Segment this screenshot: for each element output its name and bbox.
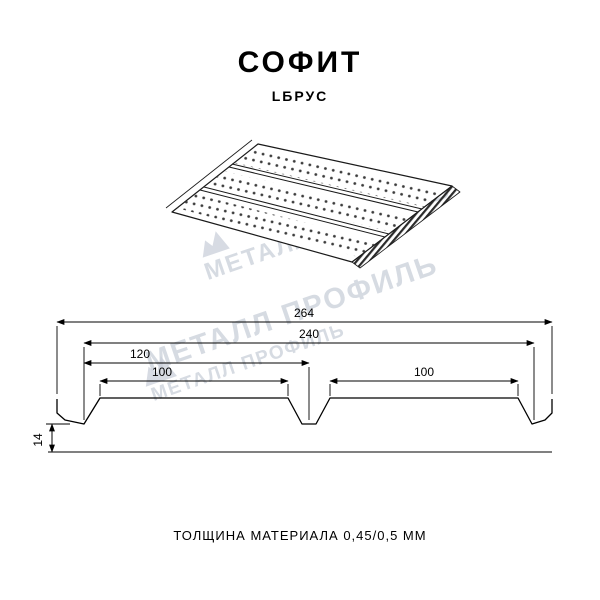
- panel-hatched-edge: [351, 185, 461, 269]
- dim-label-to-center: 120: [130, 347, 150, 361]
- rib-line: [228, 166, 419, 213]
- metall-profil-logo-icon: [202, 231, 230, 258]
- product-subtitle: LБРУС: [271, 88, 329, 104]
- dim-label-flat-right: 100: [414, 365, 434, 379]
- perforation-band: [234, 149, 445, 207]
- thickness-note: ТОЛЩИНА МАТЕРИАЛА 0,45/0,5 ММ: [173, 528, 427, 543]
- rib-line: [231, 163, 423, 210]
- watermark-text: МЕТАЛЛ ПРОФИЛЬ: [142, 248, 442, 378]
- profile-path: [56, 397, 553, 425]
- perforation-band: [177, 194, 379, 257]
- panel-left-fold-line: [165, 139, 253, 209]
- page-title: СОФИТ: [237, 46, 363, 79]
- dimension-labels: 264 240 120 100 100 14: [31, 306, 434, 447]
- dim-label-flat-left: 100: [152, 365, 172, 379]
- dim-label-cover-width: 240: [299, 327, 319, 341]
- panel-3d-view: [165, 139, 461, 269]
- dim-label-overall-width: 264: [294, 306, 314, 320]
- rib-line: [203, 186, 390, 235]
- rib-line: [199, 189, 386, 238]
- dimension-lines: [49, 319, 553, 453]
- profile-section: [46, 319, 553, 453]
- dim-label-profile-height: 14: [31, 433, 45, 447]
- perforation-band: [205, 171, 412, 232]
